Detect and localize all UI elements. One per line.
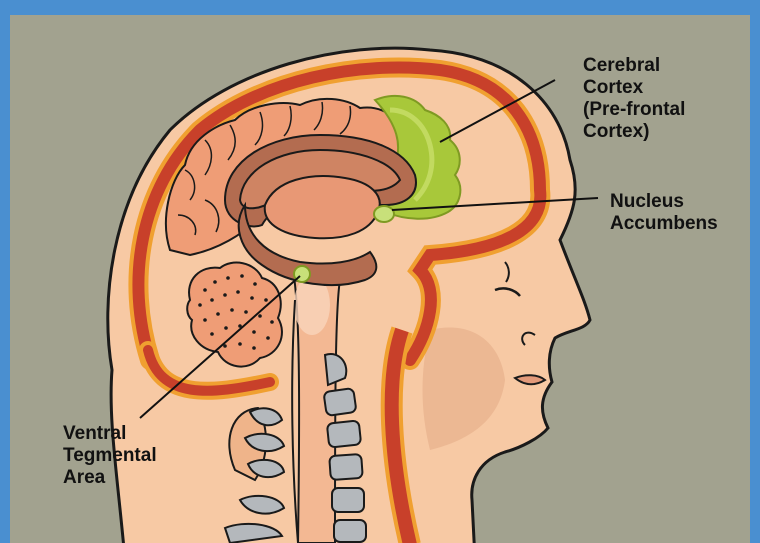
label-ventral-tegmental-area: Ventral Tegmental Area	[63, 423, 157, 489]
label-nucleus-accumbens: Nucleus Accumbens	[610, 191, 718, 235]
label-cerebral-cortex: Cerebral Cortex (Pre-frontal Cortex)	[583, 55, 685, 143]
nucleus-accumbens-marker	[374, 206, 394, 222]
diagram-panel: Cerebral Cortex (Pre-frontal Cortex) Nuc…	[10, 15, 750, 543]
thalamus	[265, 176, 380, 238]
